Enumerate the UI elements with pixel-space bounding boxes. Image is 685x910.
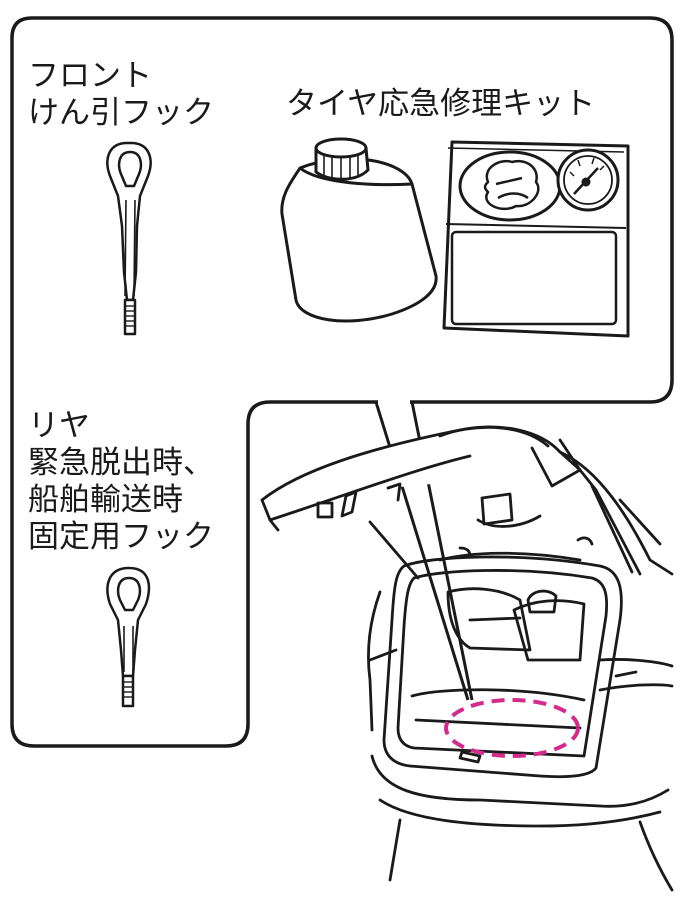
tire-repair-kit-label: タイヤ応急修理キット	[286, 86, 595, 123]
compressor-icon	[444, 142, 628, 336]
rear-hook-label: リヤ 緊急脱出時、 船舶輸送時 固定用フック	[28, 408, 214, 556]
front-tow-hook-icon	[107, 143, 150, 334]
rear-tow-hook-icon	[107, 568, 148, 706]
tire-repair-kit-label-text: タイヤ応急修理キット	[286, 86, 595, 122]
sealant-bottle-icon	[282, 139, 436, 321]
vehicle-rear-icon	[262, 427, 672, 890]
front-hook-label-line: けん引フック	[28, 95, 214, 132]
front-hook-label: フロント けん引フック	[28, 58, 214, 132]
rear-hook-label-line: リヤ	[28, 408, 214, 445]
rear-hook-label-line: 船舶輸送時	[28, 482, 214, 519]
rear-hook-label-line: 緊急脱出時、	[28, 445, 214, 482]
front-hook-label-line: フロント	[28, 58, 214, 95]
rear-hook-label-line: 固定用フック	[28, 519, 214, 556]
